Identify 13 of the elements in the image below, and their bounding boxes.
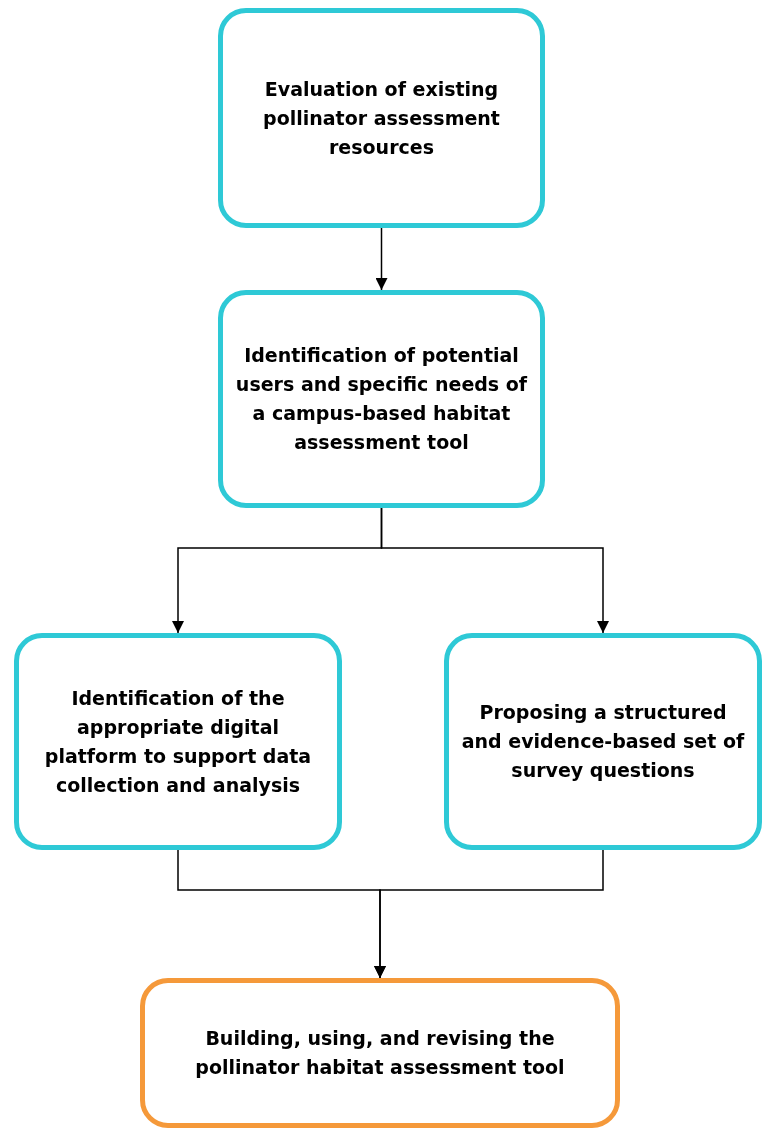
box-label: Evaluation of existing pollinator assessment resources: [262, 76, 501, 160]
box-label: Proposing a structured and evidence-based set of survey questions: [460, 700, 746, 783]
process-box: [444, 633, 762, 850]
box-label: Identification of the appropriate digital platform to support data collection and analysis: [43, 685, 313, 798]
box-label: Identification of potential users and specific needs of a campus-based habitat assessment tool: [235, 343, 528, 455]
arrow: [374, 849, 604, 979]
process-box: [218, 290, 545, 508]
arrow: [375, 227, 388, 291]
process-box: [218, 8, 545, 228]
arrow: [380, 507, 609, 634]
box-label: Building, using, and revising the pollinator habitat assessment tool: [194, 1026, 566, 1080]
process-box: [140, 978, 620, 1128]
process-box: [14, 633, 342, 850]
